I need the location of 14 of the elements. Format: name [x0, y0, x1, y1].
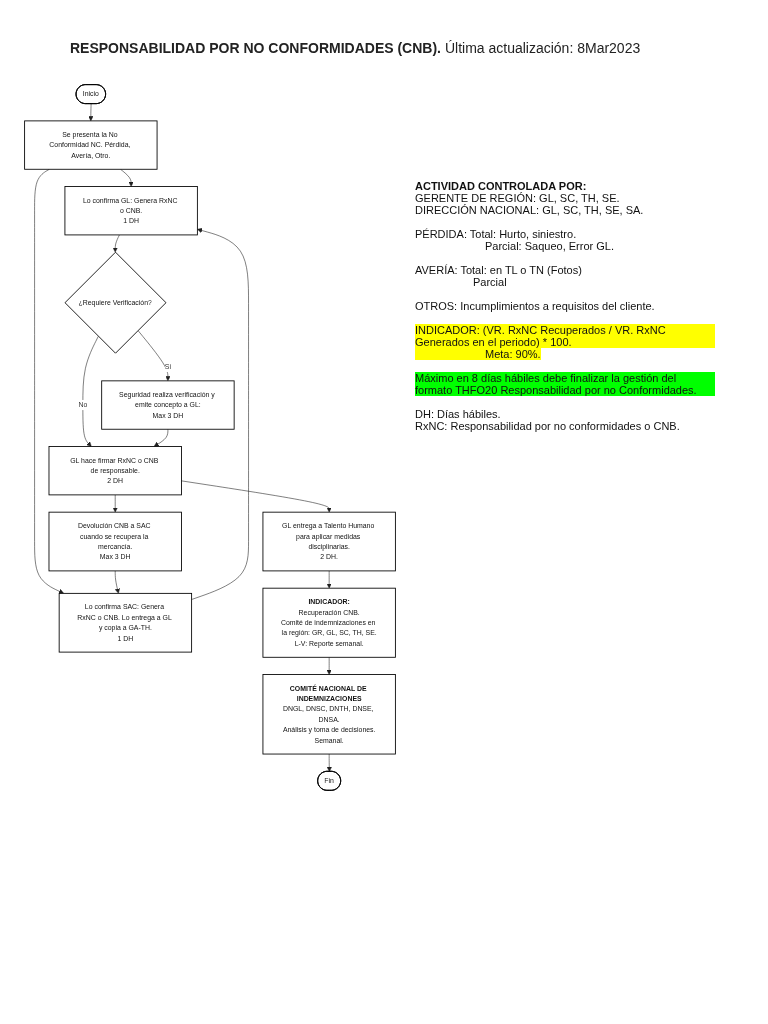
- note-text: INDICADOR: (VR. RxNC Recuperados / VR. RxNC Generados en el periodo) * 100.: [415, 324, 715, 348]
- note-text: GERENTE DE REGIÓN: GL, SC, TH, SE.: [415, 192, 621, 204]
- note-text: RxNC: Responsabilidad por no conformidades o CNB.: [415, 420, 681, 432]
- note-text: ACTIVIDAD CONTROLADA POR:: [415, 180, 588, 192]
- note-text: Máximo en 8 días hábiles debe finalizar la gestión del formato THFO20 Responsabilidad por no Conformidades.: [415, 372, 715, 396]
- document-title: RESPONSABILIDAD POR NO CONFORMIDADES (CNB). Última actualización: 8Mar2023: [70, 40, 642, 56]
- note-text: Parcial: Saqueo, Error GL.: [484, 240, 615, 252]
- note-text: DIRECCIÓN NACIONAL: GL, SC, TH, SE, SA.: [415, 204, 645, 216]
- note-text: Parcial: [472, 276, 508, 288]
- note-text: DH: Días hábiles.: [415, 408, 502, 420]
- note-text: PÉRDIDA: Total: Hurto, siniestro.: [415, 228, 578, 240]
- note-text: OTROS: Incumplimientos a requisitos del cliente.: [415, 300, 656, 312]
- note-text: Meta: 90%.: [415, 348, 541, 360]
- note-text: AVERÍA: Total: en TL o TN (Fotos): [415, 264, 583, 276]
